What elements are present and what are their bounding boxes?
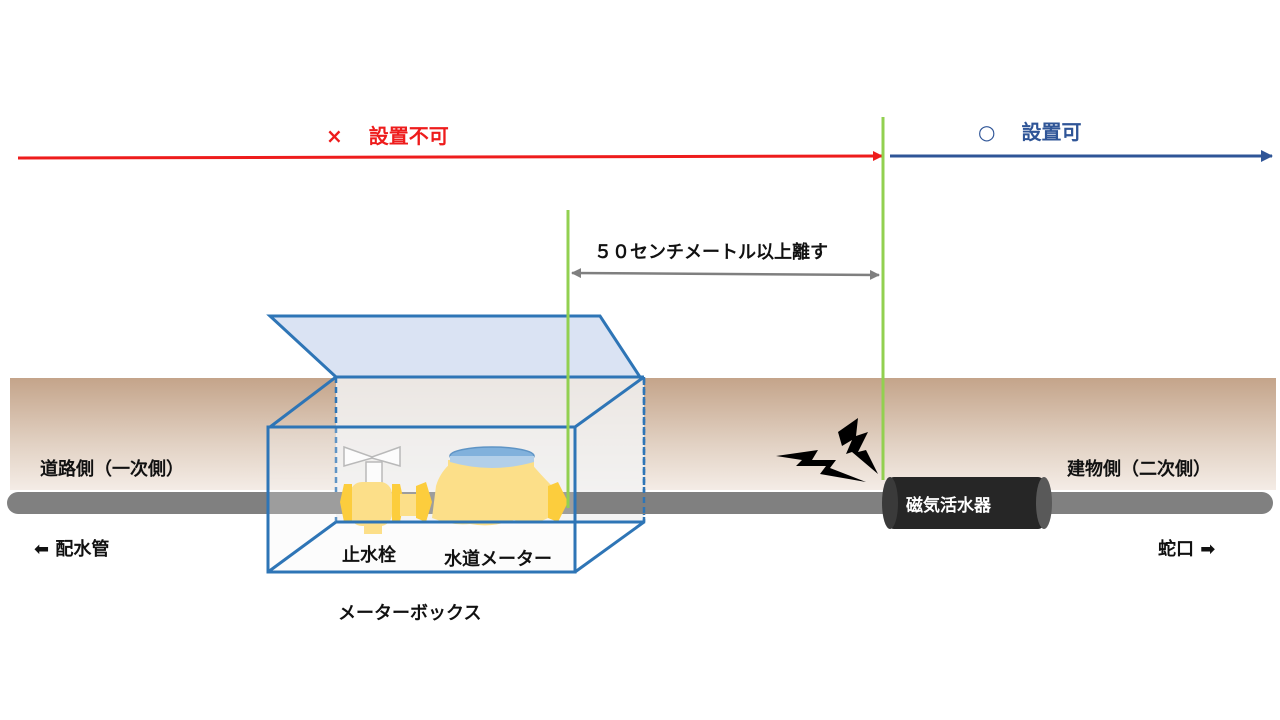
not-allowed-arrow (17, 151, 883, 162)
not-allowed-label: × 設置不可 (326, 120, 449, 149)
faucet-label: 蛇口 ➡ (1158, 539, 1216, 560)
device-label: 磁気活水器 (906, 496, 991, 516)
stop-valve-label: 止水栓 (342, 545, 396, 566)
building-side-label: 建物側（二次側） (1067, 459, 1211, 480)
water-meter-icon (432, 446, 568, 526)
stop-valve-icon (340, 445, 404, 534)
lightning-icon (838, 418, 878, 474)
meter-box-front-face (266, 425, 577, 574)
meter-box-label: メーターボックス (338, 603, 482, 624)
distance-label: ５０センチメートル以上離す (594, 242, 828, 263)
distribution-pipe-label: ⬅ 配水管 (34, 539, 110, 560)
allowed-text: 設置可 (1021, 120, 1082, 144)
water-meter-label: 水道メーター (444, 549, 552, 570)
pipe-connector (400, 482, 432, 522)
lightning-icon (776, 450, 866, 482)
magnetic-device-icon (882, 477, 1052, 529)
cross-mark: × (326, 124, 343, 148)
allowed-label: ○ 設置可 (978, 116, 1081, 145)
not-allowed-text: 設置不可 (368, 124, 449, 148)
road-side-label: 道路側（一次側） (40, 459, 184, 480)
distance-arrow (571, 268, 880, 280)
circle-mark: ○ (978, 120, 996, 144)
meter-box-lid (266, 314, 643, 379)
